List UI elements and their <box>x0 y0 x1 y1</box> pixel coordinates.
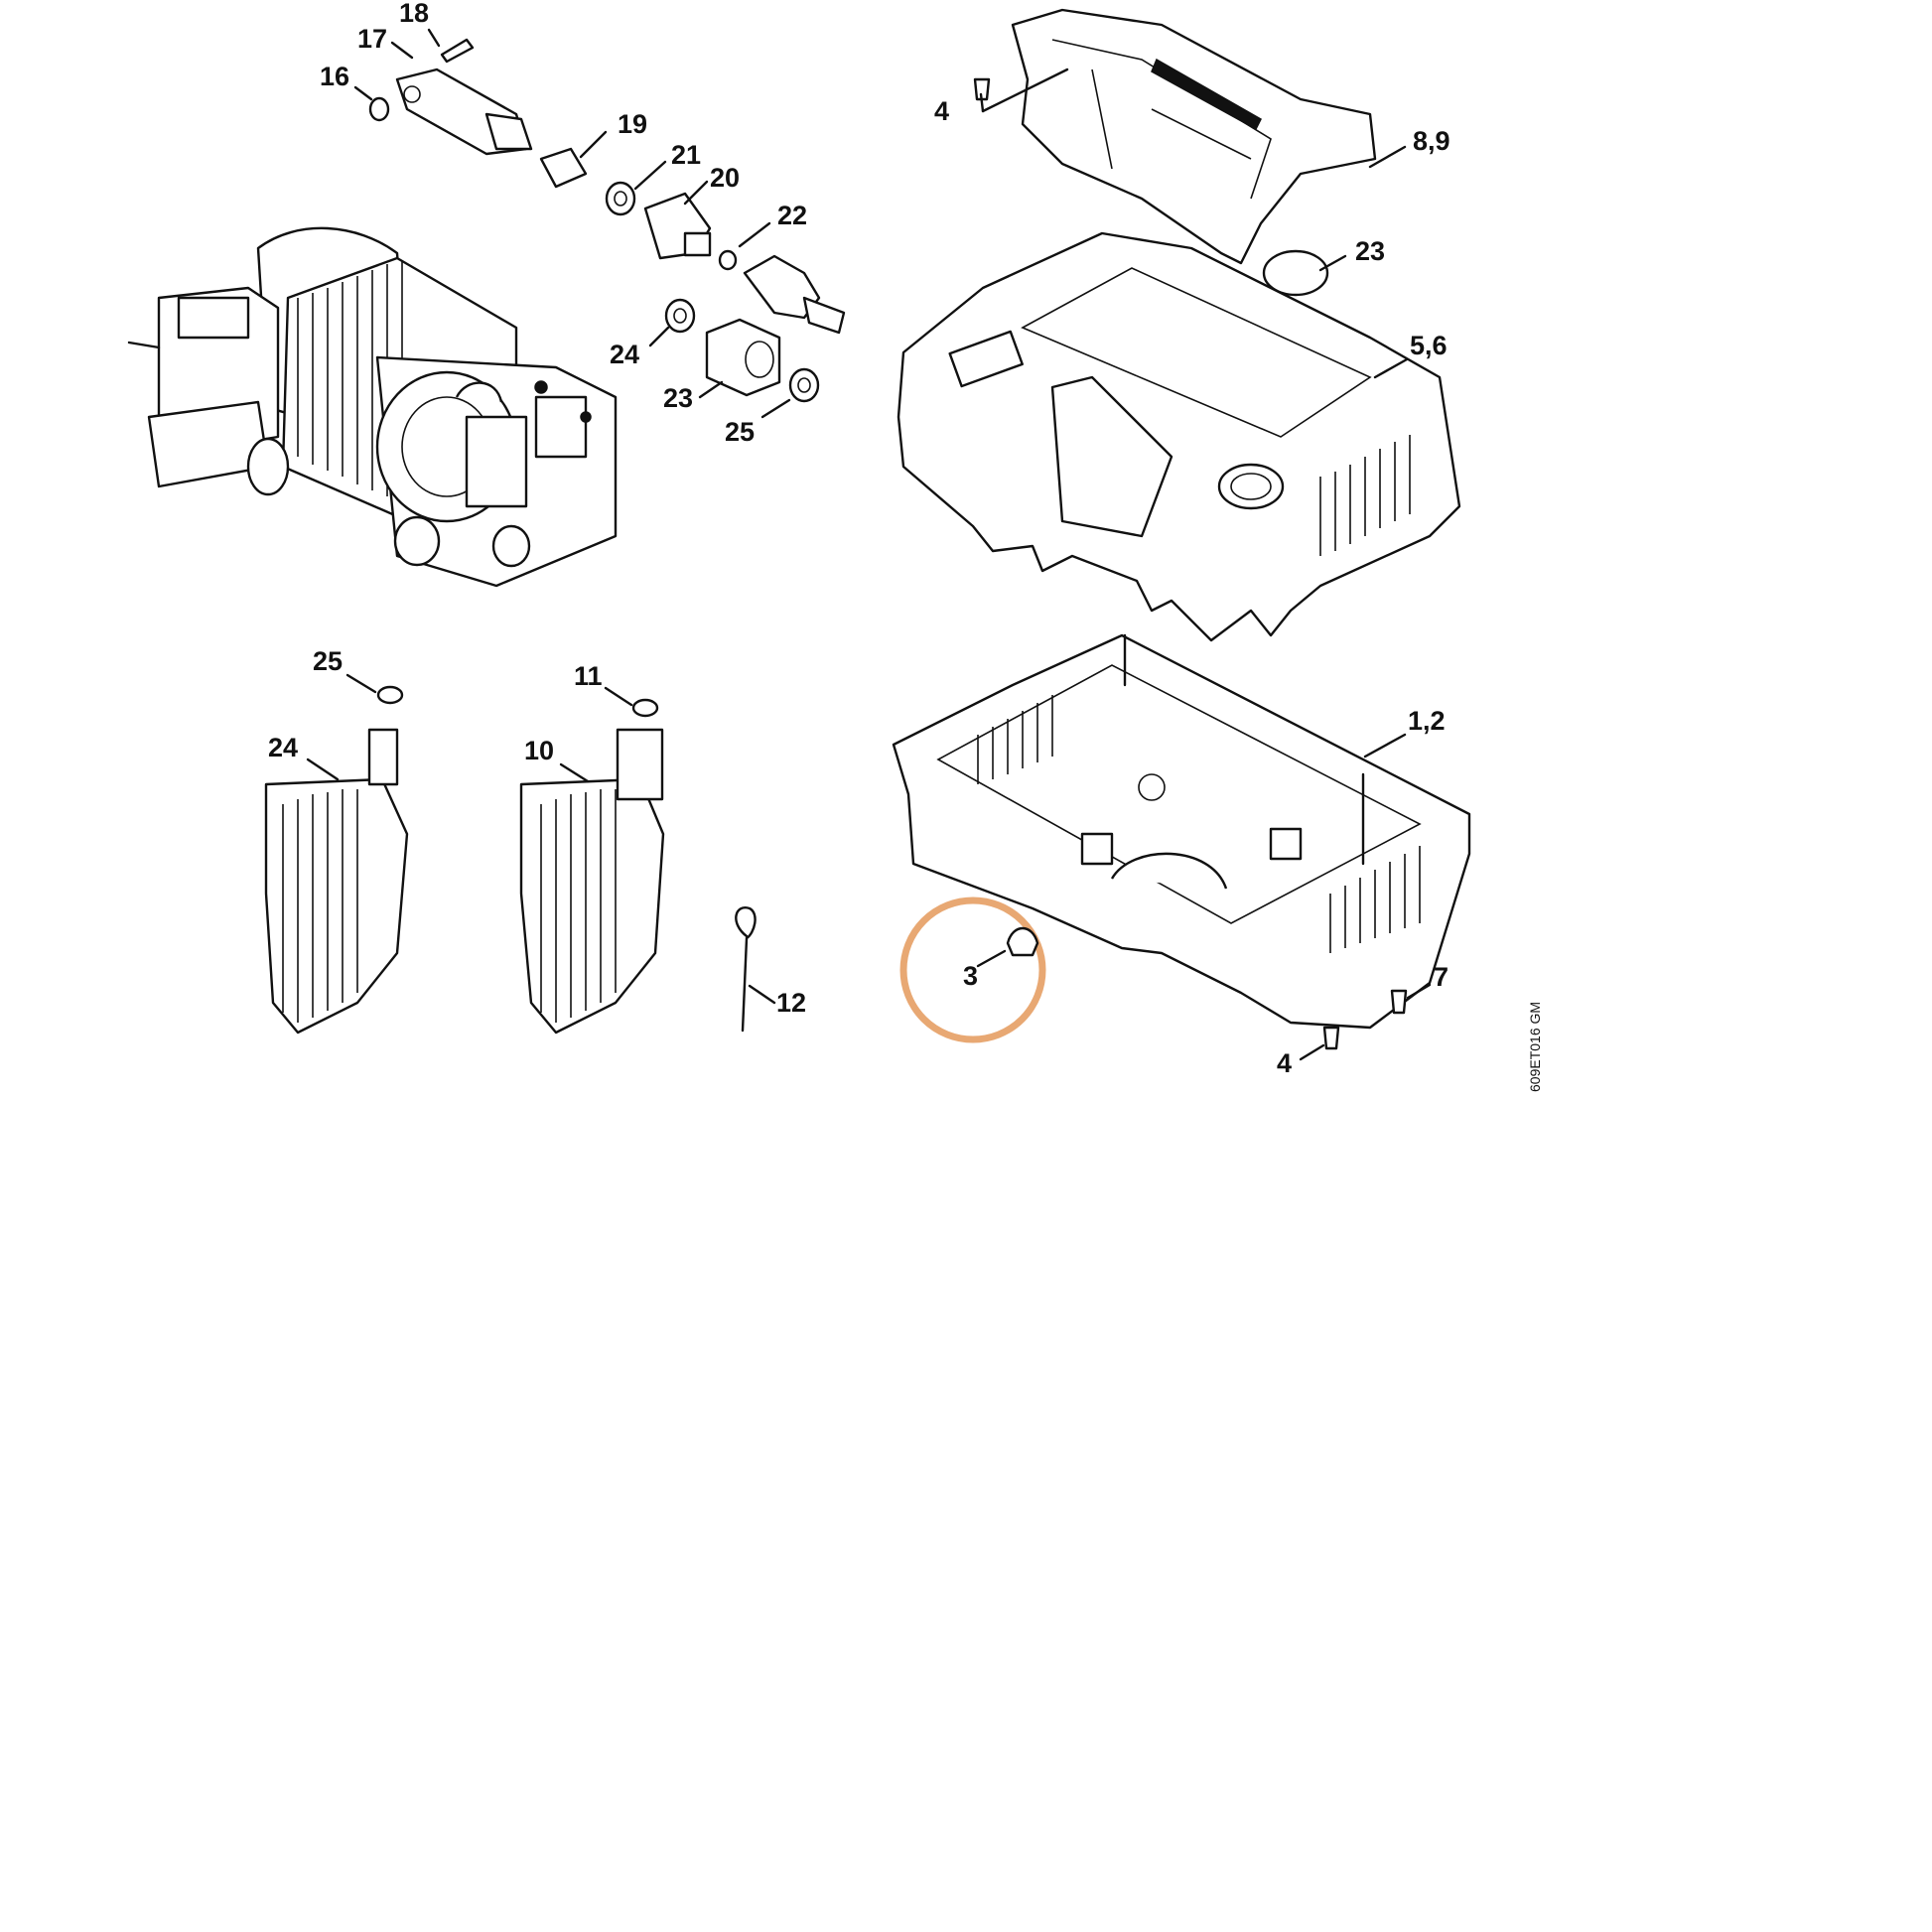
callout-1-2: 1,2 <box>1408 706 1446 736</box>
washer-18 <box>605 181 636 216</box>
filter-16 <box>539 147 588 189</box>
callout-19: 22 <box>777 201 807 230</box>
callout-15: 18 <box>399 0 429 28</box>
motor-pump-assembly <box>127 226 618 588</box>
callout-23: 23 <box>1355 236 1385 266</box>
callout-4-top: 4 <box>934 96 949 126</box>
callout-16: 19 <box>618 109 647 139</box>
washer-21 <box>664 298 696 334</box>
filter-24 <box>264 728 409 1035</box>
grommet-3 <box>1006 926 1039 957</box>
clip-12 <box>735 906 757 1033</box>
callout-labels: 18 17 16 19 21 20 22 24 23 25 4 8,9 23 5… <box>268 0 1450 1078</box>
callout-21: 24 <box>610 340 639 369</box>
top-cover-8-9 <box>1011 8 1377 265</box>
screw-4-bottom <box>1322 1026 1340 1050</box>
o-ring-11 <box>631 698 659 718</box>
nozzle-adapter <box>743 254 846 335</box>
callout-4-bottom: 4 <box>1277 1048 1292 1078</box>
callout-18: 21 <box>671 140 701 170</box>
leader-lines <box>306 28 1432 1061</box>
o-ring-13 <box>368 96 390 122</box>
nut-20 <box>705 318 781 397</box>
base-1-2 <box>892 633 1471 1030</box>
screw-7 <box>1390 989 1408 1015</box>
callout-20: 23 <box>663 383 693 413</box>
o-ring-25 <box>376 685 404 705</box>
fitting-14 <box>395 68 533 156</box>
callout-10: 10 <box>524 736 554 765</box>
plug-23 <box>1262 249 1329 297</box>
washer-22 <box>788 367 820 403</box>
document-id: 609ET016 GM <box>1527 1002 1543 1092</box>
filter-10 <box>519 728 665 1035</box>
callout-14: 17 <box>357 24 387 54</box>
callout-22: 25 <box>725 417 755 447</box>
callout-25: 25 <box>313 646 343 676</box>
callout-3: 3 <box>963 961 978 991</box>
callout-8-9: 8,9 <box>1413 126 1450 156</box>
callout-12: 12 <box>776 988 806 1018</box>
callout-17: 20 <box>710 163 740 193</box>
callout-24: 24 <box>268 733 298 762</box>
coupling-17 <box>643 192 712 260</box>
o-ring-19 <box>718 249 738 271</box>
callout-7: 7 <box>1434 962 1449 992</box>
hood-5-6 <box>897 231 1461 642</box>
callout-5-6: 5,6 <box>1410 331 1448 360</box>
highlight-circle <box>899 897 1046 1043</box>
screw-4-top <box>973 77 991 101</box>
callout-11: 11 <box>574 661 603 691</box>
callout-13: 16 <box>320 62 349 91</box>
screw-15 <box>440 38 475 64</box>
